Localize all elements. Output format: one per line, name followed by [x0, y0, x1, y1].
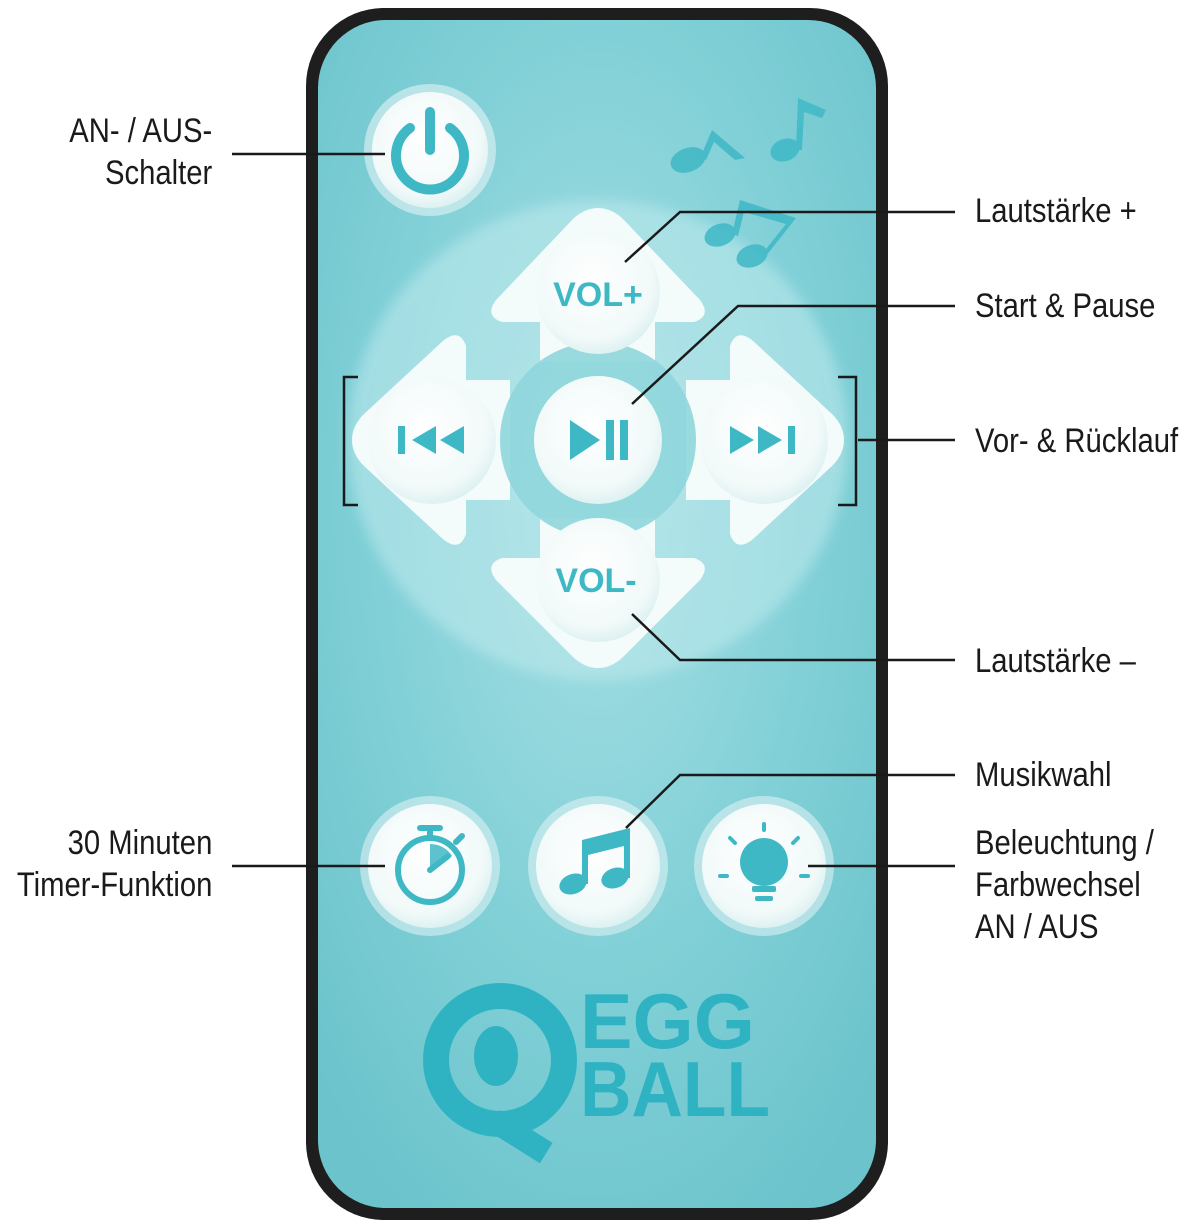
- music-note-icon: [559, 828, 630, 895]
- leader-play-pause: [631, 304, 955, 405]
- logo-line-2: BALL: [580, 1045, 770, 1133]
- power-button[interactable]: [364, 84, 496, 216]
- label-vol-down: Lautstärke –: [975, 642, 1136, 680]
- label-skip: Vor- & Rücklauf: [975, 422, 1179, 460]
- logo-line-1: EGG: [580, 977, 755, 1065]
- vol-plus-label: VOL+: [553, 276, 643, 314]
- label-light: Beleuchtung / Farbwechsel AN / AUS: [975, 824, 1154, 946]
- leader-vol-up: [624, 210, 955, 263]
- vol-minus-label: VOL-: [555, 562, 636, 600]
- label-music: Musikwahl: [975, 756, 1112, 794]
- eggball-logo: EGG BALL: [423, 977, 770, 1164]
- label-power: AN- / AUS- Schalter: [69, 112, 212, 192]
- next-track-icon: [730, 426, 795, 454]
- power-icon: [391, 107, 469, 195]
- play-pause-icon: [570, 420, 628, 460]
- timer-button[interactable]: [360, 796, 500, 936]
- play-pause-button[interactable]: [534, 376, 662, 504]
- leader-lines: [232, 152, 955, 868]
- previous-track-button[interactable]: [368, 376, 496, 504]
- music-select-button[interactable]: [528, 796, 668, 936]
- leader-vol-down: [631, 613, 955, 662]
- leader-music: [625, 773, 955, 829]
- label-vol-up: Lautstärke +: [975, 192, 1137, 230]
- label-play-pause: Start & Pause: [975, 287, 1156, 325]
- vol-plus-button[interactable]: VOL+: [536, 230, 660, 354]
- bracket-left: [342, 375, 358, 507]
- previous-track-icon: [398, 426, 464, 454]
- music-notes-decoration: [670, 98, 826, 268]
- next-track-button[interactable]: [700, 376, 828, 504]
- bracket-right: [838, 375, 858, 507]
- vol-minus-button[interactable]: VOL-: [536, 518, 660, 642]
- light-bulb-icon: [718, 822, 810, 901]
- light-button[interactable]: [694, 796, 834, 936]
- label-timer: 30 Minuten Timer-Funktion: [16, 824, 212, 904]
